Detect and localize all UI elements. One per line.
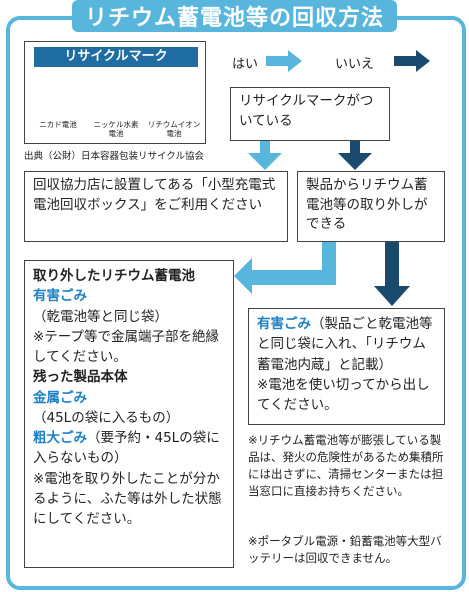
whole-product-note: ※電池を使い切ってから出してください。 [257, 376, 430, 413]
bulky-waste-paren: （要予約・45Lの袋に入らないもの） [33, 430, 220, 467]
legend-yes-label: はい [232, 57, 259, 72]
recycle-mark-source: 出典（公財）日本容器包装リサイクル協会 [24, 151, 205, 162]
removable-question-text: 製品からリチウム蓄電池等の取り外しができる [306, 177, 428, 233]
li-ion-label: リチウムイオン 電池 [147, 120, 201, 138]
hazard-waste-note: ※テープ等で金属端子部を絶縁してください。 [33, 328, 220, 365]
store-collection-text: 回収協力店に設置してある「小型充電式電池回収ボックス」をご利用ください [33, 177, 276, 213]
recycle-mark-labels: ニカド電池 ニッケル水素 電池 リチウムイオン 電池 [29, 120, 203, 138]
page-title: リチウム蓄電池等の回収方法 [84, 6, 384, 31]
removable-question-box: 製品からリチウム蓄電池等の取り外しができる [297, 171, 445, 242]
bulky-waste-label: 粗大ごみ [33, 430, 87, 446]
removed-battery-box: 取り外したリチウム蓄電池 有害ごみ （乾電池等と同じ袋） ※テープ等で金属端子部… [24, 260, 234, 568]
recycle-mark-header: リサイクルマーク [34, 47, 198, 67]
metal-waste-label: 金属ごみ [33, 389, 87, 406]
legend-no-arrow [394, 50, 430, 72]
swollen-battery-note: ※リチウム蓄電池等が膨張している製品は、発火の危険性があるため集積所には出さずに… [248, 433, 444, 499]
bulky-waste-line: 粗大ごみ（要予約・45Lの袋に入らないもの） [33, 428, 225, 469]
no-arrow-to-removable [338, 141, 372, 170]
question-box: リサイクルマークがついている [230, 87, 390, 141]
metal-waste-paren: （45Lの袋に入るもの） [33, 409, 180, 426]
large-battery-note: ※ポータブル電源・鉛蓄電池等大型バッテリーは回収できません。 [248, 534, 442, 566]
whole-product-box: 有害ごみ（製品ごと乾電池等と同じ袋に入れ、「リチウム蓄電池内蔵」と記載） ※電池… [248, 308, 445, 425]
remaining-product-note: ※電池を取り外したことが分かるように、ふた等は外した状態にしてください。 [33, 470, 222, 528]
legend-no-label: いいえ [335, 57, 375, 72]
yes-arrow-to-left-box [234, 242, 336, 294]
hazard-waste-paren: （乾電池等と同じ袋） [33, 308, 168, 325]
legend-yes-arrow [266, 50, 302, 72]
recycle-mark-box: リサイクルマーク ニカド電池 ニッケル水素 電池 リチウムイオン 電池 [24, 41, 206, 144]
whole-product-text: （製品ごと乾電池等と同じ袋に入れ、「リチウム蓄電池内蔵」と記載） [257, 316, 433, 373]
removed-battery-heading: 取り外したリチウム蓄電池 [33, 268, 195, 284]
yes-arrow-to-store [248, 141, 282, 170]
nimh-label: ニッケル水素 電池 [93, 120, 139, 138]
question-text: リサイクルマークがついている [239, 93, 374, 129]
no-arrow-to-right-box [374, 242, 410, 306]
remaining-product-heading: 残った製品本体 [33, 369, 128, 386]
title-bar: リチウム蓄電池等の回収方法 [72, 0, 397, 32]
nicad-label: ニカド電池 [39, 120, 77, 129]
hazard-waste-label: 有害ごみ [33, 288, 87, 305]
store-collection-box: 回収協力店に設置してある「小型充電式電池回収ボックス」をご利用ください [24, 171, 288, 242]
whole-product-hazard-label: 有害ごみ [257, 316, 311, 332]
